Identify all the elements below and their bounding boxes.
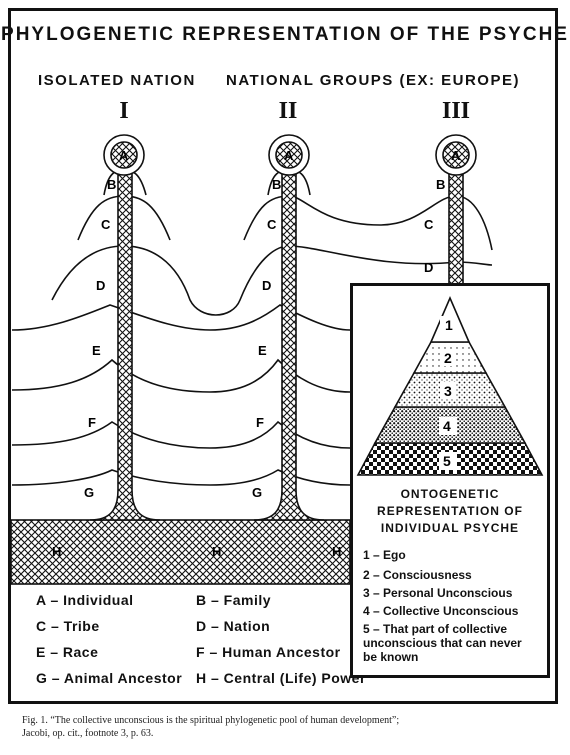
ontogenetic-item-collective-unconscious: 4 – Collective Unconscious — [363, 604, 519, 618]
ontogenetic-title-1: ONTOGENETIC — [400, 487, 500, 501]
label-D-col3: D — [424, 260, 433, 275]
pyramid-label-3: 3 — [444, 383, 452, 399]
curve-G — [11, 420, 351, 449]
ontogenetic-item-unknowable: 5 – That part of collective unconscious … — [363, 622, 522, 664]
ontogenetic-item-personal-unconscious: 3 – Personal Unconscious — [363, 586, 513, 600]
label-B-col3: B — [436, 177, 445, 192]
trunk-3 — [448, 159, 464, 286]
label-F-col1: F — [88, 415, 96, 430]
header-isolated-nation: ISOLATED NATION — [38, 72, 196, 89]
curve-E — [11, 304, 351, 331]
curve-H-top — [11, 469, 351, 486]
label-D-col1: D — [96, 278, 105, 293]
legend-tribe: C – Tribe — [36, 618, 100, 634]
label-A-col3: A — [451, 148, 461, 163]
legend-race: E – Race — [36, 644, 99, 660]
label-H-1: H — [52, 544, 61, 559]
pyramid-label-4: 4 — [443, 418, 451, 434]
ontogenetic-panel: 1 2 3 4 5 ONTOGENETIC REPRESENTATION OF … — [350, 283, 550, 678]
figure-caption: Fig. 1. “The collective unconscious is t… — [22, 714, 552, 740]
ontogenetic-item-consciousness: 2 – Consciousness — [363, 568, 472, 582]
column-numeral-2: II — [278, 98, 298, 124]
legend-family: B – Family — [196, 592, 272, 608]
column-1-labels: A B C D E F G — [84, 148, 129, 500]
label-B-col2: B — [272, 177, 281, 192]
label-C-col1: C — [101, 217, 111, 232]
pyramid-label-1: 1 — [445, 317, 453, 333]
individual-head-2 — [268, 134, 310, 176]
label-G-col1: G — [84, 485, 94, 500]
legend-animal-ancestor: G – Animal Ancestor — [36, 670, 183, 686]
pyramid-label-5: 5 — [443, 453, 451, 469]
column-numeral-1: I — [119, 98, 129, 124]
pyramid-label-2: 2 — [444, 350, 452, 366]
label-D-col2: D — [262, 278, 271, 293]
header-national-groups: NATIONAL GROUPS (EX: EUROPE) — [226, 72, 520, 89]
label-H-2: H — [212, 544, 221, 559]
label-C-col2: C — [267, 217, 277, 232]
ontogenetic-title-3: INDIVIDUAL PSYCHE — [380, 521, 520, 535]
ontogenetic-title-2: REPRESENTATION OF — [377, 504, 523, 518]
label-A-col1: A — [119, 148, 129, 163]
figure-title: PHYLOGENETIC REPRESENTATION OF THE PSYCH… — [1, 24, 569, 45]
label-E-col2: E — [258, 343, 267, 358]
caption-line-1: Fig. 1. “The collective unconscious is t… — [22, 715, 400, 726]
label-G-col2: G — [252, 485, 262, 500]
caption-line-2: Jacobi, op. cit., footnote 3, p. 63. — [22, 728, 154, 739]
label-H-3: H — [332, 544, 341, 559]
ontogenetic-item-ego: 1 – Ego — [363, 548, 406, 562]
label-B-col1: B — [107, 177, 116, 192]
legend-human-ancestor: F – Human Ancestor — [196, 644, 341, 660]
label-C-col3: C — [424, 217, 434, 232]
curve-F — [11, 358, 351, 393]
central-life-power-band — [10, 519, 351, 585]
individual-head-3 — [435, 134, 477, 176]
ontogenetic-pyramid: 1 2 3 4 5 — [356, 295, 544, 476]
column-2-labels: A B C D E F G — [252, 148, 294, 500]
trunk-2 — [253, 159, 325, 521]
trunk-1 — [89, 159, 161, 521]
label-F-col2: F — [256, 415, 264, 430]
base-labels: H H H — [52, 544, 341, 559]
legend-nation: D – Nation — [196, 618, 271, 634]
legend-individual: A – Individual — [36, 592, 134, 608]
column-numeral-3: III — [441, 98, 471, 124]
legend-central-life-power: H – Central (Life) Power — [196, 670, 366, 686]
label-E-col1: E — [92, 343, 101, 358]
curve-C2 — [243, 195, 493, 251]
column-3-labels: A B C D — [424, 148, 461, 275]
label-A-col2: A — [284, 148, 294, 163]
individual-head-1 — [103, 134, 145, 176]
